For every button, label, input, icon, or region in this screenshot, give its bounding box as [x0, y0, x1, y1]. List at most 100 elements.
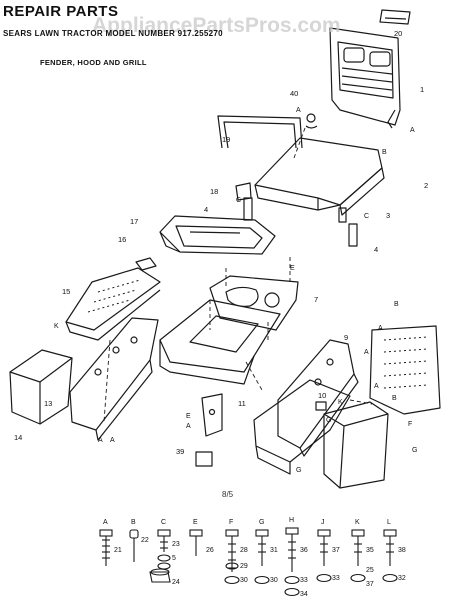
callout-39: 39	[176, 447, 184, 456]
callout-9: 9	[344, 333, 348, 342]
ref-letter: E	[186, 413, 191, 420]
hw-num-30b: 30	[270, 577, 278, 584]
part-39-bracket	[195, 451, 213, 467]
ref-letter: A	[378, 325, 383, 332]
hardware-letters: A B C E F G H J K L	[103, 517, 391, 526]
hw-num-26: 26	[206, 547, 214, 554]
hardware-bolt-A	[99, 529, 113, 566]
callout-17: 17	[130, 217, 138, 226]
ref-letter: A	[364, 349, 369, 356]
callout-40: 40	[290, 89, 298, 98]
page-title: REPAIR PARTS	[3, 3, 119, 20]
part-2-hood	[254, 137, 385, 216]
hw-letter-J: J	[321, 519, 325, 526]
hw-num-33b: 33	[332, 575, 340, 582]
part-14-left-fender	[9, 349, 73, 425]
hw-letter-A: A	[103, 519, 108, 526]
ref-letter: A	[374, 383, 379, 390]
hw-num-5: 5	[172, 555, 176, 562]
hw-num-30: 30	[240, 577, 248, 584]
hardware-bolt-K	[351, 529, 365, 566]
part-8-step-plate	[369, 325, 441, 415]
part-right-fender	[323, 401, 389, 489]
hw-num-28: 28	[240, 547, 248, 554]
hw-num-23: 23	[172, 541, 180, 548]
hardware-bolt-C	[157, 529, 171, 552]
hw-letter-G: G	[259, 519, 264, 526]
part-16-tab	[135, 257, 157, 271]
callout-1: 1	[420, 85, 424, 94]
hardware-bolt-H	[285, 527, 299, 572]
hw-letter-C: C	[161, 519, 166, 526]
ref-letter: B	[394, 301, 399, 308]
ref-letter: F	[408, 421, 412, 428]
ref-letter: G	[412, 447, 417, 454]
hw-num-35: 35	[366, 547, 374, 554]
ref-letter: C	[236, 197, 241, 204]
nut-32	[382, 573, 398, 583]
part-19-hood-brace	[217, 115, 303, 149]
ref-letter: G	[326, 417, 331, 424]
ref-letter: A	[296, 107, 301, 114]
part-11-bracket	[201, 393, 223, 437]
hw-num-29: 29	[240, 563, 248, 570]
hw-num-21: 21	[114, 547, 122, 554]
model-subtitle: SEARS LAWN TRACTOR MODEL NUMBER 917.2552…	[3, 29, 223, 38]
hardware-bolt-L	[383, 529, 397, 566]
hw-num-33: 33	[300, 577, 308, 584]
part-center-frame	[159, 299, 281, 385]
part-40-clip	[305, 113, 318, 129]
hw-num-25: 25	[366, 567, 374, 574]
callout-16: 16	[118, 235, 126, 244]
hardware-pin-B	[129, 529, 139, 562]
hardware-bolt-G	[255, 529, 269, 566]
ref-letter: B	[392, 395, 397, 402]
washer-29	[225, 562, 239, 570]
callout-11: 11	[238, 399, 246, 408]
nut-33a	[284, 575, 300, 585]
ref-letter: C	[364, 213, 369, 220]
callout-10: 10	[318, 391, 326, 400]
part-right-frame	[253, 379, 351, 475]
section-title: FENDER, HOOD AND GRILL	[40, 58, 147, 67]
hardware-bolt-J	[317, 529, 331, 566]
nut-30a	[224, 575, 240, 585]
hw-letter-K: K	[355, 519, 360, 526]
part-15-step-plate	[65, 267, 161, 341]
hw-num-36: 36	[300, 547, 308, 554]
washer-5	[157, 554, 171, 562]
hw-letter-E: E	[193, 519, 198, 526]
nut-33b	[316, 573, 332, 583]
callout-4b: 4	[374, 245, 378, 254]
part-13-left-side	[69, 317, 159, 441]
part-17-dash-panel	[159, 215, 276, 255]
callout-15: 15	[62, 287, 70, 296]
ref-letter: E	[290, 265, 295, 272]
page-number: 8/5	[222, 490, 234, 499]
ref-letter: B	[382, 149, 387, 156]
hardware-bolt-E	[189, 529, 203, 556]
ref-letter: A	[186, 423, 191, 430]
ref-letter: A	[410, 127, 415, 134]
ref-letter: K	[54, 323, 59, 330]
nut-34	[284, 587, 300, 597]
callout-3: 3	[386, 211, 390, 220]
hw-num-38: 38	[398, 547, 406, 554]
nut-25	[350, 573, 366, 583]
callout-labels: 20 1 40 19 2 18 3 4 4 17 16 15 7 9 10 11…	[14, 29, 428, 456]
reference-letters: A A B C C E K B A A A K B F G G G A A E …	[54, 107, 417, 474]
part-10-bracket	[315, 401, 327, 411]
callout-2: 2	[424, 181, 428, 190]
callout-18: 18	[210, 187, 218, 196]
hw-letter-F: F	[229, 519, 233, 526]
hardware-nut-24	[149, 568, 171, 583]
callout-19: 19	[222, 135, 230, 144]
washer-6	[157, 562, 171, 570]
callout-7: 7	[314, 295, 318, 304]
nut-30b	[254, 575, 270, 585]
hw-num-22: 22	[141, 537, 149, 544]
hw-num-31: 31	[270, 547, 278, 554]
hardware-bolt-F	[225, 529, 239, 572]
